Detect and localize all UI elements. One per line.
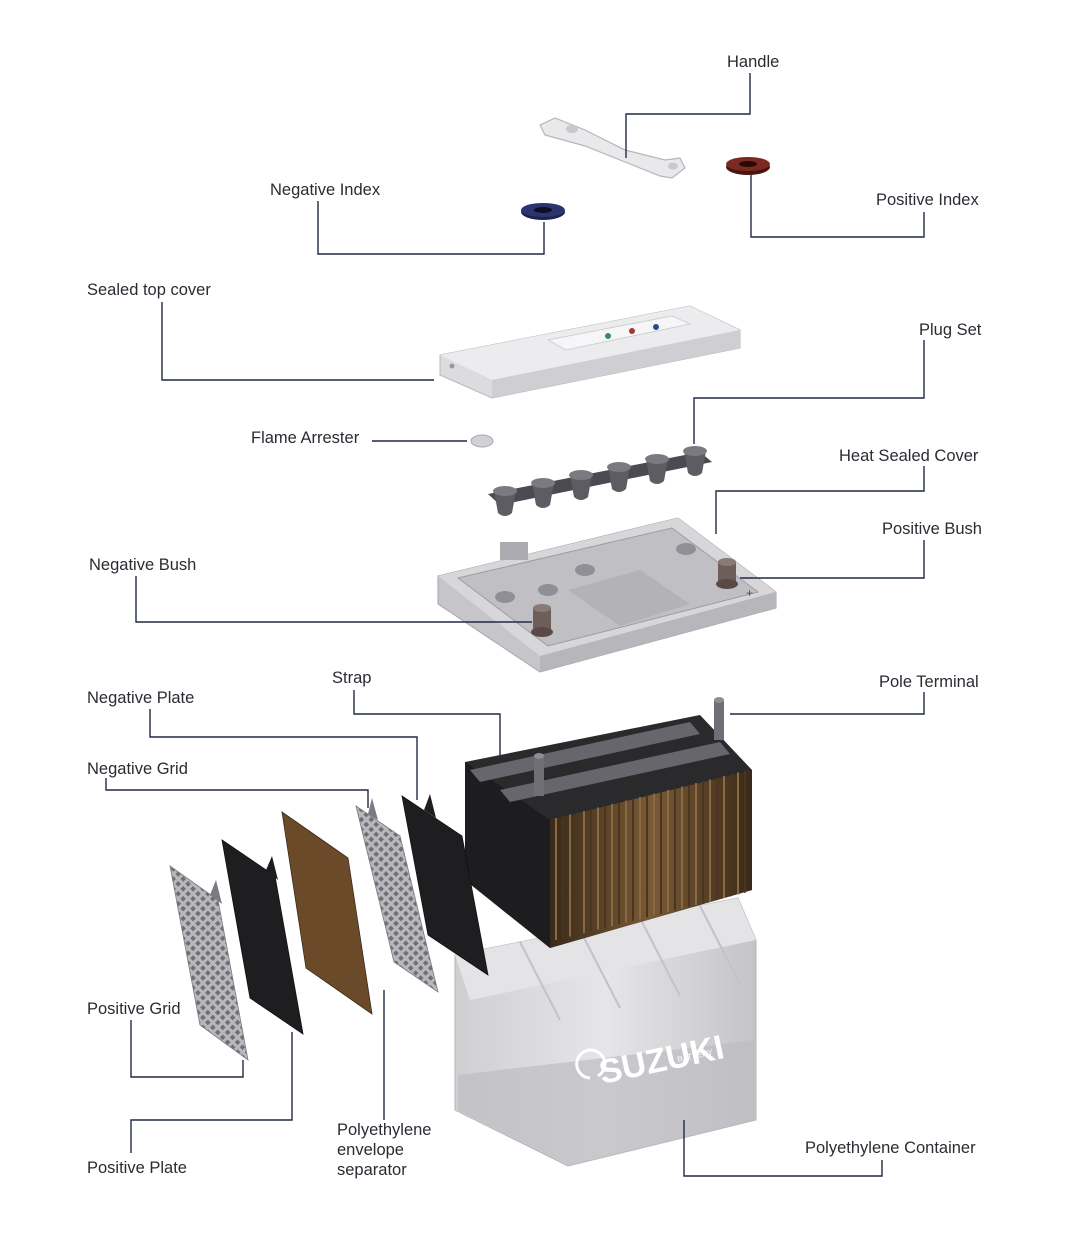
suzuki-logo-icon [575, 1048, 607, 1080]
label-flame-arrester: Flame Arrester [251, 429, 360, 447]
leader-positive-grid [130, 1020, 244, 1078]
label-pole-terminal: Pole Terminal [879, 673, 979, 691]
plug-cap [531, 478, 555, 508]
plug-cap [645, 454, 669, 484]
positive-bush-part [716, 558, 738, 589]
label-polyethylene-separator: Polyethylene envelope separator [337, 1121, 432, 1179]
leader-positive-plate [130, 1032, 293, 1153]
svg-text:+: + [746, 586, 753, 600]
label-strap: Strap [332, 669, 372, 687]
leader-sealed-top-cover [161, 302, 434, 381]
polyethylene-container-part: SUZUKI BATTERY [454, 897, 757, 1167]
label-negative-index: Negative Index [270, 181, 381, 199]
leader-handle [625, 73, 751, 158]
heat-sealed-cover-part: + [437, 517, 777, 673]
plug-cap [607, 462, 631, 492]
negative-grid-part [355, 798, 439, 993]
label-positive-plate: Positive Plate [87, 1159, 187, 1177]
polyethylene-separator-part [281, 811, 373, 1015]
pole-terminal-part [534, 697, 724, 796]
label-negative-grid: Negative Grid [87, 760, 188, 778]
label-sealed-top-cover: Sealed top cover [87, 281, 211, 299]
leader-pole-terminal [730, 692, 925, 715]
label-plug-set: Plug Set [919, 321, 982, 339]
positive-plate-part [221, 839, 304, 1035]
leader-strap [353, 690, 501, 760]
leader-heat-sealed-cover [715, 466, 925, 534]
plug-cap [493, 486, 517, 516]
flame-arrester-part [470, 434, 494, 448]
leader-positive-index [750, 175, 925, 238]
label-negative-plate: Negative Plate [87, 689, 195, 707]
sealed-top-cover-part [439, 305, 741, 399]
label-handle: Handle [727, 53, 780, 71]
leader-positive-bush [740, 540, 925, 579]
leader-negative-index [317, 201, 545, 255]
leader-lines [105, 73, 925, 1177]
label-positive-grid: Positive Grid [87, 1000, 181, 1018]
positive-index-ring [726, 157, 770, 175]
plug-cap [683, 446, 707, 476]
negative-bush-part [531, 604, 553, 637]
leader-plug-set [693, 340, 925, 444]
negative-index-ring [521, 203, 565, 220]
negative-plate-part [401, 794, 489, 976]
leader-polyethylene-container [683, 1120, 883, 1177]
leader-negative-grid [105, 778, 369, 808]
label-positive-index: Positive Index [876, 191, 979, 209]
positive-grid-part [169, 865, 249, 1061]
label-negative-bush: Negative Bush [89, 556, 197, 574]
plate-block-part [465, 697, 752, 948]
label-heat-sealed-cover: Heat Sealed Cover [839, 447, 979, 465]
plug-cap [569, 470, 593, 500]
plug-set-part [488, 446, 712, 516]
handle-part [539, 117, 686, 179]
label-polyethylene-container: Polyethylene Container [805, 1139, 976, 1157]
leader-negative-bush [135, 576, 532, 623]
label-positive-bush: Positive Bush [882, 520, 982, 538]
leader-negative-plate [149, 709, 418, 800]
